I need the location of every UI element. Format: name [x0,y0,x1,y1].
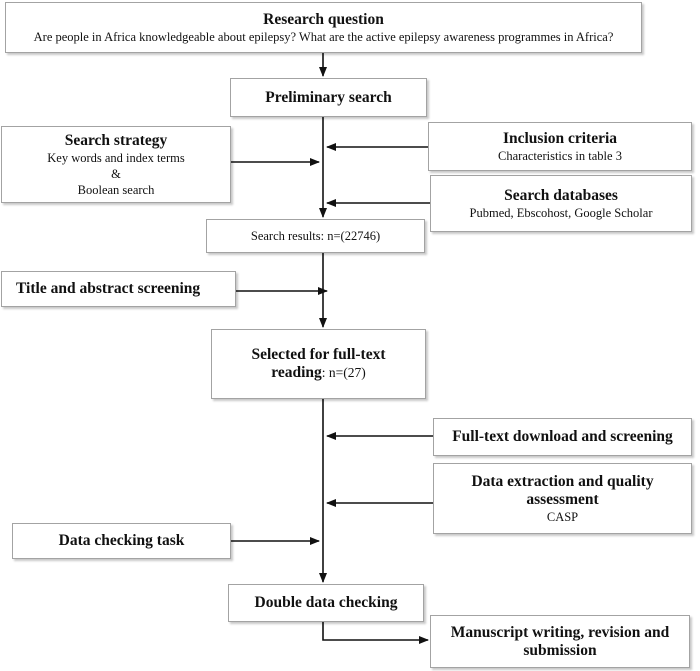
double-data-checking-box: Double data checking [228,584,424,622]
data-extraction-title-line1: Data extraction and quality [471,472,654,490]
search-strategy-box: Search strategy Key words and index term… [1,126,231,203]
search-strategy-keywords: Key words and index terms [47,150,185,165]
research-question-title: Research question [263,10,384,28]
search-databases-text: Pubmed, Ebscohost, Google Scholar [469,205,653,220]
fulltext-download-title: Full-text download and screening [452,428,673,445]
title-abstract-screening-box: Title and abstract screening [1,271,236,307]
data-extraction-box: Data extraction and quality assessment C… [433,463,692,534]
selected-fulltext-reading: reading [271,364,322,381]
double-data-checking-title: Double data checking [254,594,398,611]
manuscript-title-line1: Manuscript writing, revision and [450,623,670,641]
search-results-text: Search results: n=(22746) [250,229,381,243]
data-extraction-casp: CASP [546,509,579,524]
search-results-box: Search results: n=(22746) [206,219,425,253]
preliminary-search-box: Preliminary search [230,78,427,117]
data-checking-task-title: Data checking task [58,532,185,549]
search-strategy-ampersand: & [111,166,121,181]
fulltext-download-box: Full-text download and screening [433,418,692,456]
search-strategy-boolean: Boolean search [77,182,155,197]
inclusion-criteria-title: Inclusion criteria [502,129,618,147]
arrow-double-check-to-manuscript [322,622,429,644]
research-question-text: Are people in Africa knowledgeable about… [33,29,614,44]
selected-fulltext-box: Selected for full-text reading: n=(27) [211,329,426,399]
inclusion-criteria-text: Characteristics in table 3 [498,148,622,163]
research-question-box: Research question Are people in Africa k… [5,2,642,53]
search-strategy-title: Search strategy [64,131,168,149]
search-databases-title: Search databases [504,186,618,204]
selected-fulltext-count: : n=(27) [321,365,366,380]
inclusion-criteria-box: Inclusion criteria Characteristics in ta… [428,122,692,171]
preliminary-search-title: Preliminary search [265,88,392,106]
manuscript-box: Manuscript writing, revision and submiss… [430,615,690,668]
selected-fulltext-title: Selected for full-text [251,346,386,363]
data-checking-task-box: Data checking task [12,523,231,559]
manuscript-title-line2: submission [523,641,597,659]
title-abstract-screening-title: Title and abstract screening [16,280,201,297]
data-extraction-title-line2: assessment [526,490,599,508]
selected-fulltext-line2: reading: n=(27) [271,364,366,382]
search-databases-box: Search databases Pubmed, Ebscohost, Goog… [430,175,692,232]
